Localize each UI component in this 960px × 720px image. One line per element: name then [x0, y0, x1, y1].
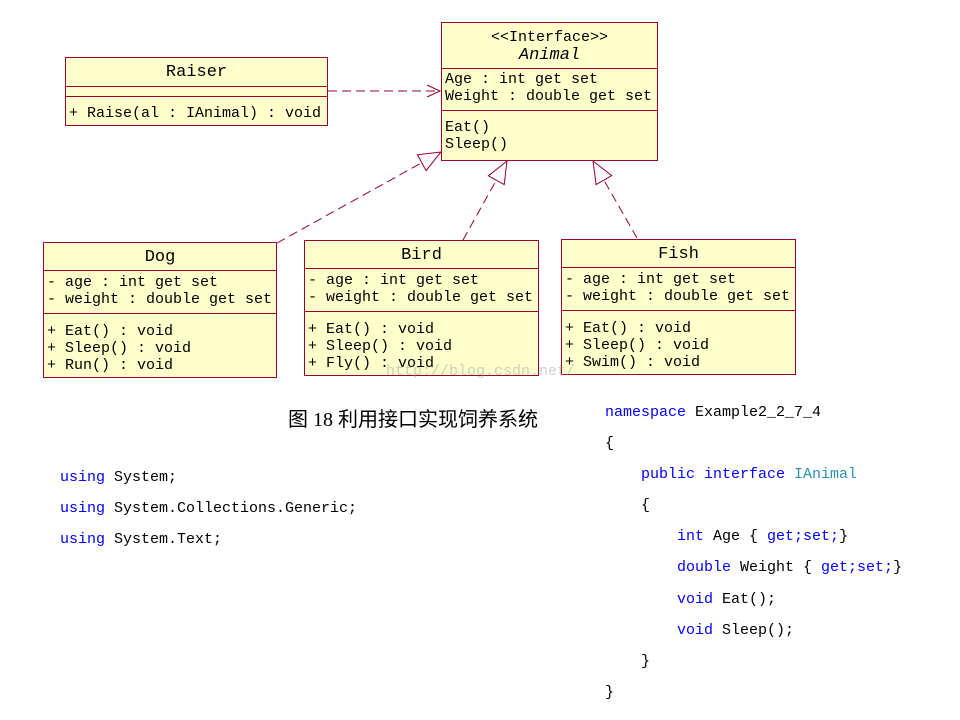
code-line: void Eat(); [605, 584, 902, 615]
operation: + Swim() : void [565, 354, 701, 371]
realization-line [603, 179, 638, 239]
dependency-raiser-to-animal [328, 84, 442, 98]
code-token: Age { [704, 528, 768, 546]
attribute: - weight : double get set [308, 289, 534, 306]
realization-fish-to-animal [592, 159, 638, 239]
code-token: System; [105, 469, 178, 486]
code-token: using [60, 469, 106, 486]
code-token: } [893, 559, 903, 577]
code-token: System.Text; [105, 531, 223, 548]
code-line: public interface IAnimal [605, 459, 902, 490]
class-dog: Dog - age : int get set - weight : doubl… [43, 242, 277, 378]
operation: + Eat() : void [565, 320, 692, 337]
attribute: - age : int get set [308, 272, 480, 289]
class-name: Bird [305, 241, 538, 269]
operation: + Eat() : void [308, 321, 435, 338]
code-token: { [605, 497, 651, 515]
attribute: Age : int get set [445, 71, 599, 88]
code-token: double [605, 559, 732, 577]
attribute: - age : int get set [565, 271, 737, 288]
attribute: - weight : double get set [565, 288, 791, 305]
code-token: int [605, 528, 705, 546]
code-block-usings: using System;using System.Collections.Ge… [60, 462, 357, 555]
operation: + Sleep() : void [565, 337, 710, 354]
attributes-compartment: - age : int get set - weight : double ge… [44, 271, 276, 314]
attribute: - age : int get set [47, 274, 219, 291]
code-line: } [605, 646, 902, 677]
class-raiser: Raiser + Raise(al : IAnimal) : void [65, 57, 328, 126]
operations-compartment: + Eat() : void + Sleep() : void + Swim()… [562, 311, 795, 371]
code-token: IAnimal [785, 466, 858, 484]
code-token: namespace [605, 404, 687, 421]
code-token: } [605, 652, 651, 670]
code-line: { [605, 428, 902, 459]
interface-animal: <<Interface>> Animal Age : int get set W… [441, 22, 658, 161]
attributes-compartment: - age : int get set - weight : double ge… [562, 268, 795, 311]
interface-name: Animal [518, 46, 581, 65]
code-token: void [605, 621, 714, 639]
code-token: void [605, 590, 714, 608]
stereotype-label: <<Interface>> [490, 29, 609, 46]
code-line: using System.Collections.Generic; [60, 493, 357, 524]
code-line: using System; [60, 462, 357, 493]
code-token: Eat(); [713, 590, 777, 608]
code-token: System.Collections.Generic; [105, 500, 358, 517]
code-line: int Age { get;set;} [605, 521, 902, 552]
attribute: - weight : double get set [47, 291, 273, 308]
operation: Eat() [445, 119, 491, 136]
class-name: Fish [562, 240, 795, 268]
operation: + Sleep() : void [47, 340, 192, 357]
interface-header: <<Interface>> Animal [442, 23, 657, 69]
class-name: Raiser [66, 58, 327, 87]
class-bird: Bird - age : int get set - weight : doub… [304, 240, 539, 376]
realization-bird-to-animal [462, 159, 508, 241]
operation: + Fly() : void [308, 355, 435, 372]
code-line: using System.Text; [60, 524, 357, 555]
code-token: { [605, 435, 615, 453]
attributes-compartment: Age : int get set Weight : double get se… [442, 69, 657, 111]
figure-caption: 图 18 利用接口实现饲养系统 [288, 409, 538, 431]
hollow-triangle-arrowhead-icon [592, 159, 613, 186]
operation: + Raise(al : IAnimal) : void [69, 105, 322, 122]
operation: + Sleep() : void [308, 338, 453, 355]
code-line: { [605, 490, 902, 521]
code-line: double Weight { get;set;} [605, 552, 902, 583]
operation: Sleep() [445, 136, 509, 153]
code-token: } [605, 683, 615, 701]
code-token: public interface [605, 466, 786, 484]
hollow-triangle-arrowhead-icon [487, 159, 508, 186]
code-block-interface: namespace Example2_2_7_4 { public interfa… [605, 397, 902, 708]
attributes-compartment: - age : int get set - weight : double ge… [305, 269, 538, 312]
code-token: } [839, 528, 849, 546]
realization-dog-to-animal [276, 151, 443, 244]
hollow-triangle-arrowhead-icon [416, 151, 443, 172]
code-token: get;set; [767, 528, 840, 546]
code-line: namespace Example2_2_7_4 [605, 397, 902, 428]
operation: + Eat() : void [47, 323, 174, 340]
attribute: Weight : double get set [445, 88, 653, 105]
realization-line [462, 179, 497, 241]
code-line: void Sleep(); [605, 615, 902, 646]
operation: + Run() : void [47, 357, 174, 374]
operations-compartment: Eat() Sleep() [442, 111, 657, 153]
code-token: get;set; [821, 559, 894, 577]
code-token: Sleep(); [713, 621, 795, 639]
code-token: Weight { [731, 559, 822, 577]
class-name: Dog [44, 243, 276, 271]
code-token: Example2_2_7_4 [686, 404, 822, 421]
code-token: using [60, 500, 106, 517]
code-token: using [60, 531, 106, 548]
class-fish: Fish - age : int get set - weight : doub… [561, 239, 796, 375]
operations-compartment: + Eat() : void + Sleep() : void + Fly() … [305, 312, 538, 372]
code-line: } [605, 677, 902, 708]
realization-line [276, 162, 423, 244]
operations-compartment: + Eat() : void + Sleep() : void + Run() … [44, 314, 276, 374]
open-arrowhead-icon [426, 84, 442, 98]
operations-compartment: + Raise(al : IAnimal) : void [66, 97, 327, 122]
attributes-compartment [66, 87, 327, 97]
